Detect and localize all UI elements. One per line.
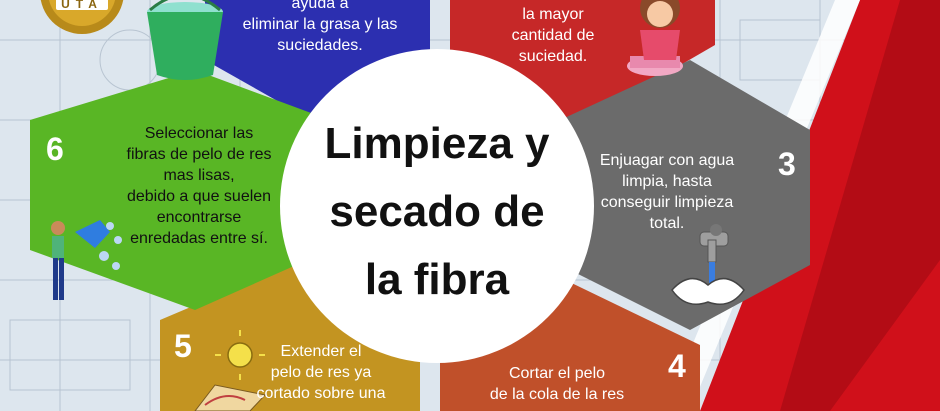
hexagon-step-6 <box>30 70 330 310</box>
hexagon-step-3 <box>560 60 810 330</box>
step-2-line-2: cantidad de <box>511 27 595 44</box>
step-5-text: Extender el pelo de res ya cortado sobre… <box>246 341 396 404</box>
step-2-text: la mayor cantidad de suciedad. <box>488 4 618 67</box>
step-6-line-1: Seleccionar las <box>144 125 254 142</box>
step-1-line-3: suciedades. <box>277 37 363 54</box>
step-5-line-3: cortado sobre una <box>256 385 386 402</box>
step-3-line-3: conseguir limpieza <box>600 194 734 211</box>
step-5-number: 5 <box>174 328 192 364</box>
step-3-text: Enjuagar con agua limpia, hasta consegui… <box>582 150 752 234</box>
step-4-line-1: Cortar el pelo <box>508 365 606 382</box>
step-5-line-2: pelo de res ya <box>270 364 372 381</box>
bucket-icon <box>147 0 223 80</box>
step-4-line-2: de la cola de la res <box>489 386 625 403</box>
red-ribbon-shade <box>780 0 940 411</box>
step-5-line-1: Extender el <box>280 343 362 360</box>
girl-washing-icon <box>627 0 683 76</box>
step-4-number: 4 <box>668 348 686 384</box>
page-title: Limpieza y secado de la fibra <box>292 110 582 314</box>
uta-logo <box>40 0 124 34</box>
step-6-line-2: fibras de pelo de res <box>126 146 272 163</box>
step-6-line-6: enredadas entre sí. <box>130 230 268 247</box>
hexagon-step-1 <box>205 0 430 125</box>
sun-icon <box>194 330 266 411</box>
step-6-line-3: mas lisas, <box>163 167 235 184</box>
step-3-line-1: Enjuagar con agua <box>599 152 735 169</box>
step-6-text: Seleccionar las fibras de pelo de res ma… <box>104 123 294 249</box>
title-line-2: secado de <box>329 187 545 236</box>
man-pointing-icon <box>51 220 122 300</box>
step-6-line-5: encontrarse <box>156 209 242 226</box>
step-1-line-1: ayuda a <box>291 0 349 12</box>
faucet-icon <box>671 224 745 305</box>
step-3-line-2: limpia, hasta <box>622 173 712 190</box>
step-6-number: 6 <box>46 131 64 167</box>
step-6-line-4: debido a que suelen <box>126 188 272 205</box>
step-3-number: 3 <box>778 146 796 182</box>
step-4-text: Cortar el pelo de la cola de la res <box>462 363 652 405</box>
step-2-line-3: suciedad. <box>518 48 588 65</box>
title-line-3: la fibra <box>364 255 510 304</box>
center-circle <box>280 49 594 363</box>
step-3-line-4: total. <box>649 215 685 232</box>
logo-text: UTA <box>61 0 103 11</box>
step-1-text: ayuda a eliminar la grasa y las suciedad… <box>222 0 418 56</box>
title-line-1: Limpieza y <box>324 119 550 168</box>
step-1-line-2: eliminar la grasa y las <box>242 16 398 33</box>
step-2-line-1: la mayor <box>522 6 584 23</box>
hexagon-step-5 <box>160 265 420 411</box>
